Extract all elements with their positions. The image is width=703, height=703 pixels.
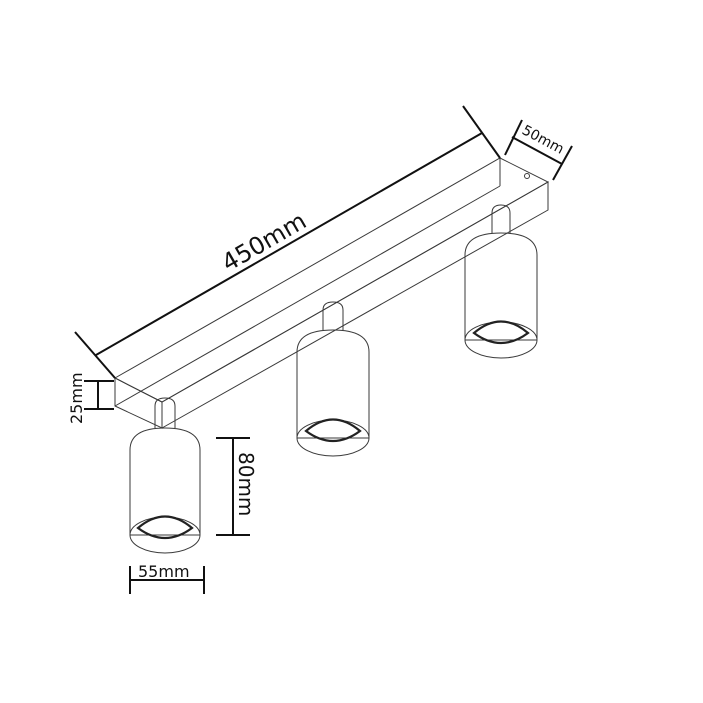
length-label: 450mm xyxy=(217,207,311,278)
spot-stem xyxy=(154,397,176,428)
spot-lens xyxy=(136,515,194,540)
spot-lens xyxy=(304,418,362,443)
spot-diameter-label: 55mm xyxy=(138,562,190,581)
spotlight-middle xyxy=(296,301,370,457)
spotlight-left xyxy=(129,397,201,554)
dimension-length: 450mm xyxy=(74,105,501,379)
dimension-spot-diameter: 55mm xyxy=(129,562,205,594)
spotlight-right xyxy=(464,204,538,359)
dimension-spot-height: 80mm xyxy=(216,437,258,536)
screw-icon xyxy=(524,173,530,179)
bar-height-label: 25mm xyxy=(67,372,86,424)
bar-front-face xyxy=(161,181,549,429)
spot-lens xyxy=(472,320,530,345)
spot-stem xyxy=(322,301,344,330)
spot-body xyxy=(129,427,201,536)
mounting-bar xyxy=(113,157,550,429)
bar-top-face xyxy=(113,157,550,403)
spot-stem xyxy=(491,204,511,233)
spot-body xyxy=(464,232,538,341)
dimension-width: 50mm xyxy=(504,119,573,181)
spot-height-label: 80mm xyxy=(234,452,258,516)
width-label: 50mm xyxy=(519,122,566,157)
dimension-bar-height: 25mm xyxy=(67,372,114,424)
bar-back-bottom-edge xyxy=(114,185,501,407)
spot-body xyxy=(296,329,370,439)
